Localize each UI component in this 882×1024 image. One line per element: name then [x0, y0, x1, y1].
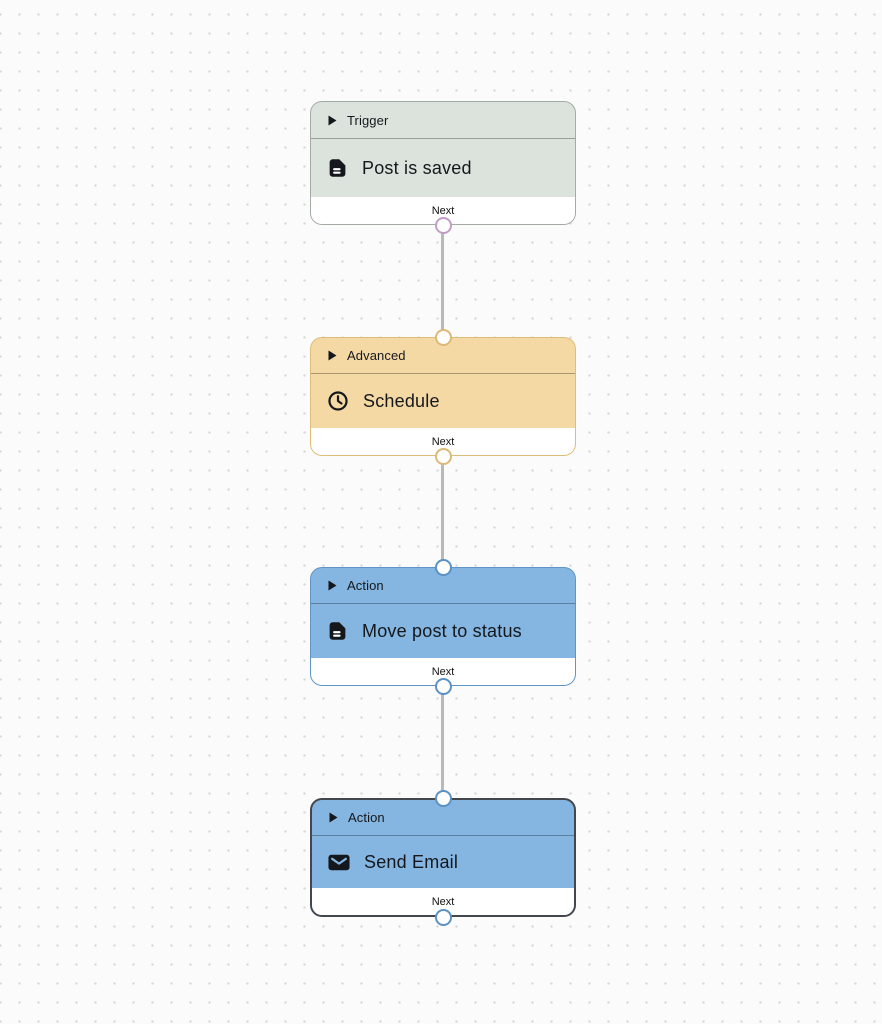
node-advanced-schedule[interactable]: Advanced Schedule Next	[310, 337, 576, 456]
edge-connector[interactable]	[441, 456, 444, 567]
node-category-label: Action	[347, 578, 384, 593]
node-body: Schedule	[311, 374, 575, 428]
node-category-label: Action	[348, 810, 385, 825]
edge-connector[interactable]	[441, 225, 444, 337]
document-icon	[327, 620, 348, 642]
next-label: Next	[431, 204, 455, 217]
clock-icon	[327, 390, 349, 412]
node-title: Schedule	[363, 390, 440, 411]
node-body: Send Email	[312, 836, 574, 888]
document-icon	[327, 157, 348, 179]
node-body: Post is saved	[311, 139, 575, 197]
input-port[interactable]	[434, 789, 452, 807]
node-action-send-email[interactable]: Action Send Email Next	[310, 798, 576, 917]
node-header: Action	[312, 800, 574, 836]
node-header: Action	[311, 568, 575, 604]
mail-icon	[328, 854, 350, 871]
next-label: Next	[431, 665, 455, 678]
play-icon	[328, 350, 337, 361]
node-category-label: Trigger	[347, 112, 389, 128]
next-label: Next	[431, 895, 455, 908]
node-title: Send Email	[364, 851, 459, 872]
node-trigger-post-is-saved[interactable]: Trigger Post is saved Next	[310, 101, 576, 225]
output-port[interactable]	[434, 908, 452, 926]
play-icon	[328, 580, 337, 591]
play-icon	[328, 115, 337, 126]
play-icon	[329, 812, 338, 823]
node-action-move-post-to-status[interactable]: Action Move post to status Next	[310, 567, 576, 686]
output-port[interactable]	[434, 447, 452, 465]
output-port[interactable]	[434, 677, 452, 695]
node-title: Post is saved	[362, 157, 472, 178]
input-port[interactable]	[434, 328, 452, 346]
input-port[interactable]	[434, 558, 452, 576]
node-header: Trigger	[311, 102, 575, 139]
edge-connector[interactable]	[441, 686, 444, 798]
output-port[interactable]	[434, 216, 452, 234]
node-category-label: Advanced	[347, 348, 406, 363]
node-body: Move post to status	[311, 604, 575, 658]
node-footer: Next	[312, 888, 574, 915]
node-header: Advanced	[311, 338, 575, 374]
node-title: Move post to status	[362, 620, 522, 641]
next-label: Next	[431, 435, 455, 448]
